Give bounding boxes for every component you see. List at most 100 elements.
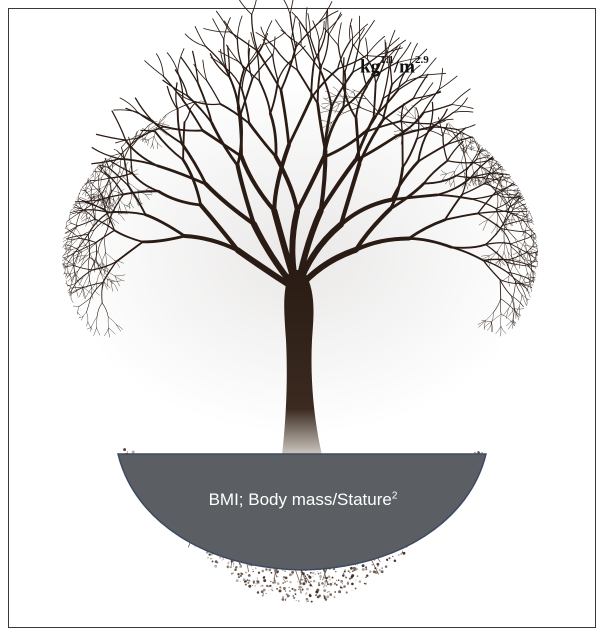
soil-speck	[297, 581, 298, 582]
soil-speck	[343, 585, 346, 588]
soil-speck	[321, 596, 322, 597]
soil-speck	[365, 576, 367, 578]
soil-speck	[306, 598, 309, 601]
soil-speck	[258, 572, 260, 574]
soil-speck	[345, 569, 346, 570]
soil-speck	[334, 583, 336, 585]
soil-speck	[289, 581, 291, 583]
soil-speck	[277, 576, 278, 577]
soil-speck	[317, 571, 318, 572]
branch	[210, 54, 229, 77]
soil-speck	[298, 600, 299, 601]
soil-speck	[287, 595, 290, 598]
soil-speck	[385, 565, 388, 568]
branch	[452, 89, 470, 105]
soil-speck	[285, 599, 286, 600]
soil-speck	[245, 583, 247, 585]
soil-speck	[321, 582, 324, 585]
soil-speck	[481, 452, 482, 453]
branch	[318, 2, 332, 24]
soil-speck	[389, 557, 391, 559]
soil-speck	[233, 566, 234, 567]
branch	[328, 10, 329, 35]
soil-speck	[279, 586, 281, 588]
soil-speck	[402, 552, 403, 553]
soil-speck	[272, 581, 274, 583]
soil-speck	[282, 598, 285, 601]
soil-speck	[300, 590, 302, 592]
soil-speck	[315, 574, 316, 575]
soil-speck	[327, 592, 328, 593]
soil-speck	[334, 591, 336, 593]
soil-speck	[262, 570, 264, 572]
soil-speck	[272, 587, 273, 588]
soil-speck	[298, 589, 299, 590]
soil-speck	[282, 582, 284, 584]
branch	[234, 0, 252, 14]
soil-speck	[263, 593, 264, 594]
soil-speck	[359, 580, 362, 583]
branch	[237, 16, 242, 40]
soil-speck	[296, 600, 297, 601]
soil-speck	[309, 576, 312, 579]
soil-speck	[284, 580, 285, 581]
branch	[257, 53, 259, 80]
soil-speck	[248, 585, 251, 588]
soil-speck	[328, 576, 331, 579]
soil-speck	[123, 448, 126, 451]
soil-speck	[274, 580, 276, 582]
soil-speck	[313, 580, 315, 582]
soil-speck	[216, 562, 218, 564]
soil-speck	[323, 586, 324, 587]
branch	[343, 58, 344, 85]
soil-speck	[338, 579, 340, 581]
branch	[387, 40, 406, 54]
soil-speck	[349, 572, 350, 573]
soil-speck	[268, 590, 269, 591]
soil-speck	[344, 570, 345, 571]
soil-speck	[381, 567, 383, 569]
soil-speck	[318, 582, 320, 584]
soil-speck	[302, 582, 305, 585]
formula-exponent-1: 1.1	[380, 54, 394, 66]
soil-speck	[355, 580, 356, 581]
soil-speck	[245, 572, 246, 573]
soil-speck	[270, 581, 271, 582]
branch	[195, 26, 206, 46]
soil-speck	[365, 566, 367, 568]
branch	[439, 68, 443, 89]
soil-speck	[474, 452, 476, 454]
soil-speck	[317, 596, 320, 599]
branch	[453, 111, 473, 112]
soil-speck	[340, 580, 343, 583]
branch	[297, 17, 311, 38]
soil-speck	[272, 589, 274, 591]
soil-speck	[352, 570, 354, 572]
soil-speck	[240, 581, 241, 582]
ground-bowl	[118, 454, 486, 570]
soil-speck	[288, 587, 289, 588]
bowl-label: BMI; Body mass/Stature2	[120, 490, 486, 510]
soil-speck	[335, 571, 336, 572]
soil-speck	[329, 583, 332, 586]
soil-speck	[323, 595, 324, 596]
soil-speck	[357, 575, 359, 577]
soil-speck	[244, 581, 246, 583]
soil-speck	[320, 578, 321, 579]
soil-speck	[318, 573, 320, 575]
soil-speck	[292, 574, 293, 575]
soil-speck	[402, 550, 403, 551]
branch	[329, 13, 341, 36]
branch	[224, 21, 237, 40]
soil-speck	[362, 568, 365, 571]
soil-speck	[392, 556, 393, 557]
soil-speck	[283, 579, 284, 580]
soil-speck	[381, 570, 384, 573]
branch	[112, 111, 125, 140]
soil-speck	[366, 575, 368, 577]
soil-speck	[234, 569, 237, 572]
soil-speck	[257, 577, 258, 578]
soil-speck	[350, 567, 353, 570]
soil-speck	[257, 591, 259, 593]
